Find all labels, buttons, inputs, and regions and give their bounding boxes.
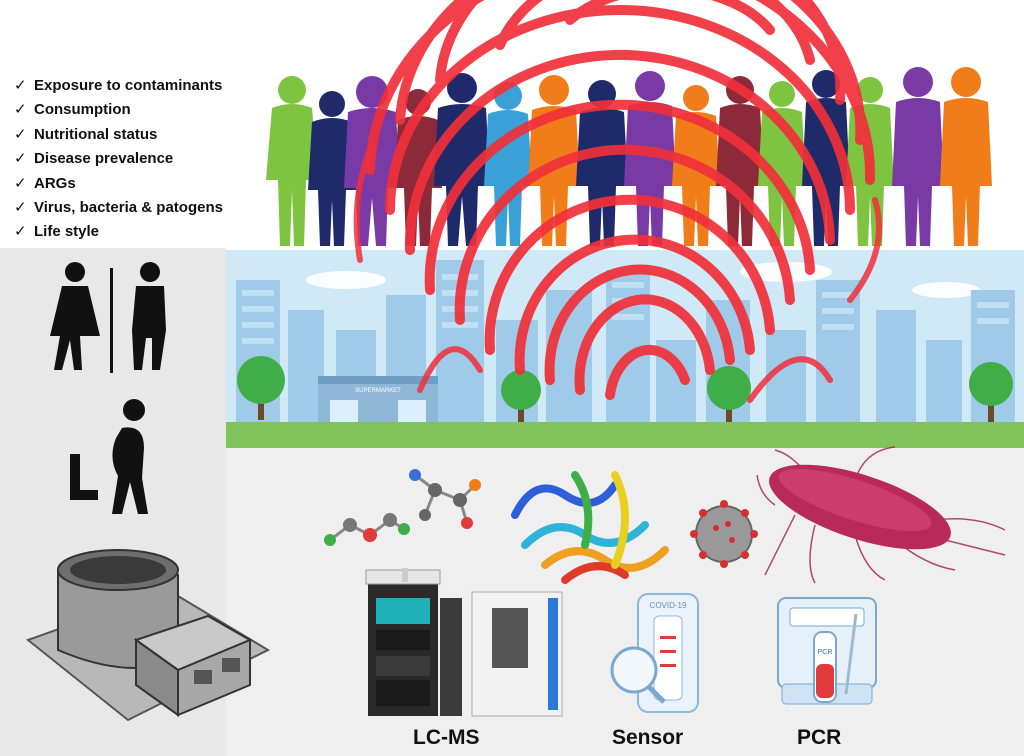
pcr-machine-icon: PCR	[777, 597, 877, 705]
person-silhouette	[624, 71, 676, 246]
lcms-instrument-icon	[365, 568, 563, 717]
check-icon: ✓	[14, 101, 27, 119]
supermarket-sign: SUPERMARKET	[355, 388, 401, 394]
fingerprint-icon	[353, 0, 883, 403]
characteristics-list: ✓Exposure to contaminants ✓Consumption ✓…	[14, 74, 223, 245]
pcr-tube-text: PCR	[818, 649, 833, 656]
treatment-plant-icon	[25, 549, 271, 722]
sensor-label: Sensor	[612, 726, 684, 749]
sensor-strip-text: COVID-19	[650, 601, 687, 610]
person-silhouette	[266, 76, 318, 246]
molecule-icon	[409, 469, 481, 529]
check-icon: ✓	[14, 125, 27, 143]
check-icon: ✓	[14, 223, 27, 241]
virus-icon	[690, 500, 758, 568]
check-icon: ✓	[14, 174, 27, 192]
pcr-label: PCR	[797, 726, 842, 749]
city-scene: SUPERMARKET	[226, 250, 1024, 448]
list-item: ✓ARGs	[14, 172, 223, 196]
list-item: ✓Disease prevalence	[14, 147, 223, 171]
person-silhouette	[940, 67, 992, 246]
protein-structure-icon	[511, 471, 669, 584]
tree	[501, 370, 541, 424]
grass-strip	[226, 422, 1024, 448]
tree	[237, 356, 285, 420]
bacterium-icon	[756, 446, 1006, 584]
urinating-person-icon	[70, 399, 148, 514]
toilet-people-icon	[50, 262, 166, 373]
person-silhouette	[892, 67, 944, 246]
list-item: ✓Consumption	[14, 98, 223, 122]
check-icon: ✓	[14, 150, 27, 168]
list-item: ✓Virus, bacteria & patogens	[14, 196, 223, 220]
small-molecule-icon	[324, 513, 410, 546]
tree	[969, 362, 1013, 424]
list-item: ✓Exposure to contaminants	[14, 74, 223, 98]
list-item: ✓Nutritional status	[14, 123, 223, 147]
list-item: ✓Life style	[14, 220, 223, 244]
lcms-label: LC-MS	[413, 726, 480, 749]
check-icon: ✓	[14, 199, 27, 217]
supermarket-building: SUPERMARKET	[318, 376, 438, 422]
sensor-icon: COVID-19	[610, 593, 699, 713]
person-silhouette	[308, 91, 356, 246]
check-icon: ✓	[14, 77, 27, 94]
tree	[707, 366, 751, 424]
